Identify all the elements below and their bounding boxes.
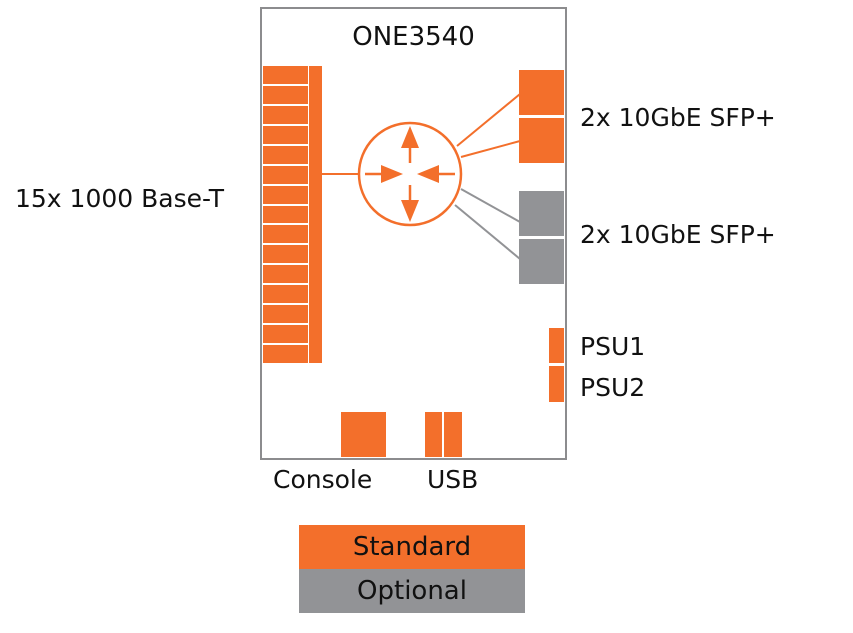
console-port — [341, 412, 386, 457]
router-icon — [357, 121, 463, 227]
link-router-sfp2 — [460, 140, 521, 158]
legend-standard-label: Standard — [352, 532, 472, 562]
psu1-block — [549, 328, 564, 363]
legend-optional: Optional — [299, 569, 525, 613]
copper-port — [263, 245, 308, 264]
usb-port-2 — [444, 412, 462, 457]
copper-ports-bus — [309, 66, 322, 363]
link-router-sfp3 — [460, 188, 521, 223]
device-model-title: ONE3540 — [352, 22, 475, 52]
copper-port — [263, 305, 308, 324]
copper-ports-block — [263, 66, 308, 363]
psu1-label: PSU1 — [580, 332, 646, 361]
copper-port — [263, 125, 308, 144]
copper-port — [263, 225, 308, 244]
copper-port — [263, 145, 308, 164]
copper-port — [263, 285, 308, 304]
copper-port — [263, 85, 308, 104]
copper-port — [263, 105, 308, 124]
usb-label: USB — [427, 465, 479, 494]
legend-optional-label: Optional — [357, 576, 467, 606]
sfp-standard-label: 2x 10GbE SFP+ — [580, 103, 776, 132]
copper-port — [263, 345, 308, 363]
copper-port — [263, 66, 308, 84]
copper-port — [263, 265, 308, 284]
console-label: Console — [273, 465, 373, 494]
link-router-sfp1 — [456, 93, 521, 147]
sfp-optional-label: 2x 10GbE SFP+ — [580, 220, 776, 249]
copper-port — [263, 325, 308, 344]
legend-standard: Standard — [299, 525, 525, 569]
sfp-port-standard-1 — [519, 70, 564, 115]
psu2-label: PSU2 — [580, 373, 646, 402]
sfp-port-optional-1 — [519, 191, 564, 236]
psu2-block — [549, 366, 564, 402]
copper-port — [263, 205, 308, 224]
sfp-port-optional-2 — [519, 239, 564, 284]
link-router-sfp4 — [454, 204, 521, 260]
copper-port — [263, 185, 308, 204]
sfp-port-standard-2 — [519, 118, 564, 163]
copper-ports-label: 15x 1000 Base-T — [15, 184, 224, 213]
usb-port-1 — [425, 412, 442, 457]
copper-port — [263, 165, 308, 184]
